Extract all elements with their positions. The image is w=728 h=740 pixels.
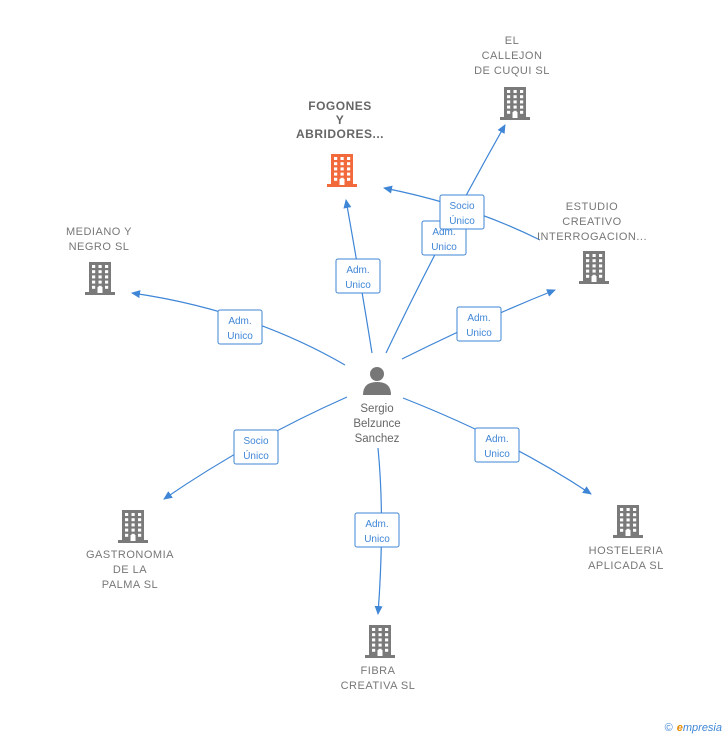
building-icon <box>327 154 357 187</box>
person-name-line: Belzunce <box>353 418 400 430</box>
company-name-line: MEDIANO Y <box>66 226 132 238</box>
edge-label-box <box>439 194 485 230</box>
edge-label-text: Unico <box>484 449 510 460</box>
company-name-line: CALLEJON <box>482 50 543 62</box>
building-icon <box>118 510 148 543</box>
person-icon <box>363 367 391 395</box>
edge-label-box <box>335 258 381 294</box>
company-node-mediano[interactable]: MEDIANO Y NEGRO SL <box>66 226 132 295</box>
edge-label-mediano[interactable]: Adm. Unico <box>217 309 263 345</box>
building-icon <box>613 505 643 538</box>
edge-label-text: Único <box>449 214 475 227</box>
edge-label-estudio[interactable]: Adm. Unico <box>456 306 502 342</box>
brand-logo-initial: e <box>676 722 683 734</box>
edge-label-text: Socio <box>449 201 474 212</box>
company-name-line: APLICADA SL <box>588 560 664 572</box>
company-name-line: FIBRA <box>361 665 396 677</box>
company-name-line: EL <box>505 35 519 47</box>
building-icon <box>579 251 609 284</box>
footer-credit: ©empresia <box>665 722 722 734</box>
building-icon <box>365 625 395 658</box>
edge-label-text: Unico <box>364 534 390 545</box>
edge-label-box <box>456 306 502 342</box>
edge-label-text: Unico <box>345 280 371 291</box>
edge-label-text: Adm. <box>228 316 251 327</box>
company-name-line: CREATIVA SL <box>341 680 416 692</box>
company-name-line: CREATIVO <box>562 216 621 228</box>
edge-label-fibra[interactable]: Adm. Unico <box>354 512 400 548</box>
company-name-line: INTERROGACION... <box>537 231 647 243</box>
company-name-line: DE CUQUI SL <box>474 65 550 77</box>
edge-label-text: Unico <box>466 328 492 339</box>
company-name-line: NEGRO SL <box>69 241 130 253</box>
building-icon <box>500 87 530 120</box>
edge-label-text: Unico <box>227 331 253 342</box>
company-node-callejon[interactable]: EL CALLEJON DE CUQUI SL <box>474 35 550 120</box>
edge-label-text: Socio <box>243 436 268 447</box>
edge-label-text: Unico <box>431 242 457 253</box>
company-name-line: ABRIDORES... <box>296 127 384 141</box>
company-name-line: FOGONES <box>308 99 372 113</box>
edge-label-text: Adm. <box>467 313 490 324</box>
company-node-gastronomia[interactable]: GASTRONOMIA DE LA PALMA SL <box>86 510 174 591</box>
edge-label-box <box>217 309 263 345</box>
brand-logo-rest: mpresia <box>682 722 722 734</box>
company-node-hosteleria[interactable]: HOSTELERIA APLICADA SL <box>588 505 664 572</box>
company-name-line: ESTUDIO <box>566 201 618 213</box>
edge-label-box <box>474 427 520 463</box>
edge-label-text: Adm. <box>365 519 388 530</box>
company-name-line: GASTRONOMIA <box>86 549 174 561</box>
edge-label-text: Adm. <box>485 434 508 445</box>
building-icon <box>85 262 115 295</box>
company-name-line: DE LA <box>113 564 147 576</box>
edge-label-hosteleria[interactable]: Adm. Unico <box>474 427 520 463</box>
company-node-estudio[interactable]: ESTUDIO CREATIVO INTERROGACION... <box>537 201 647 284</box>
copyright-symbol: © <box>664 722 673 734</box>
company-name-line: PALMA SL <box>102 579 158 591</box>
company-node-fogones[interactable]: FOGONESYABRIDORES... <box>296 99 384 187</box>
person-name-line: Sergio <box>360 403 393 415</box>
edge-label-text: Único <box>243 449 269 462</box>
company-name-line: Y <box>336 113 345 127</box>
edge-label-text: Adm. <box>346 265 369 276</box>
edge-label-box <box>354 512 400 548</box>
company-node-fibra[interactable]: FIBRA CREATIVA SL <box>341 625 416 692</box>
company-name-line: HOSTELERIA <box>589 545 664 557</box>
edge-label-fogones[interactable]: Adm. Unico <box>335 258 381 294</box>
edge-label-box <box>233 429 279 465</box>
person-name-line: Sanchez <box>355 433 400 445</box>
edge-label-text: Adm. <box>432 227 455 238</box>
